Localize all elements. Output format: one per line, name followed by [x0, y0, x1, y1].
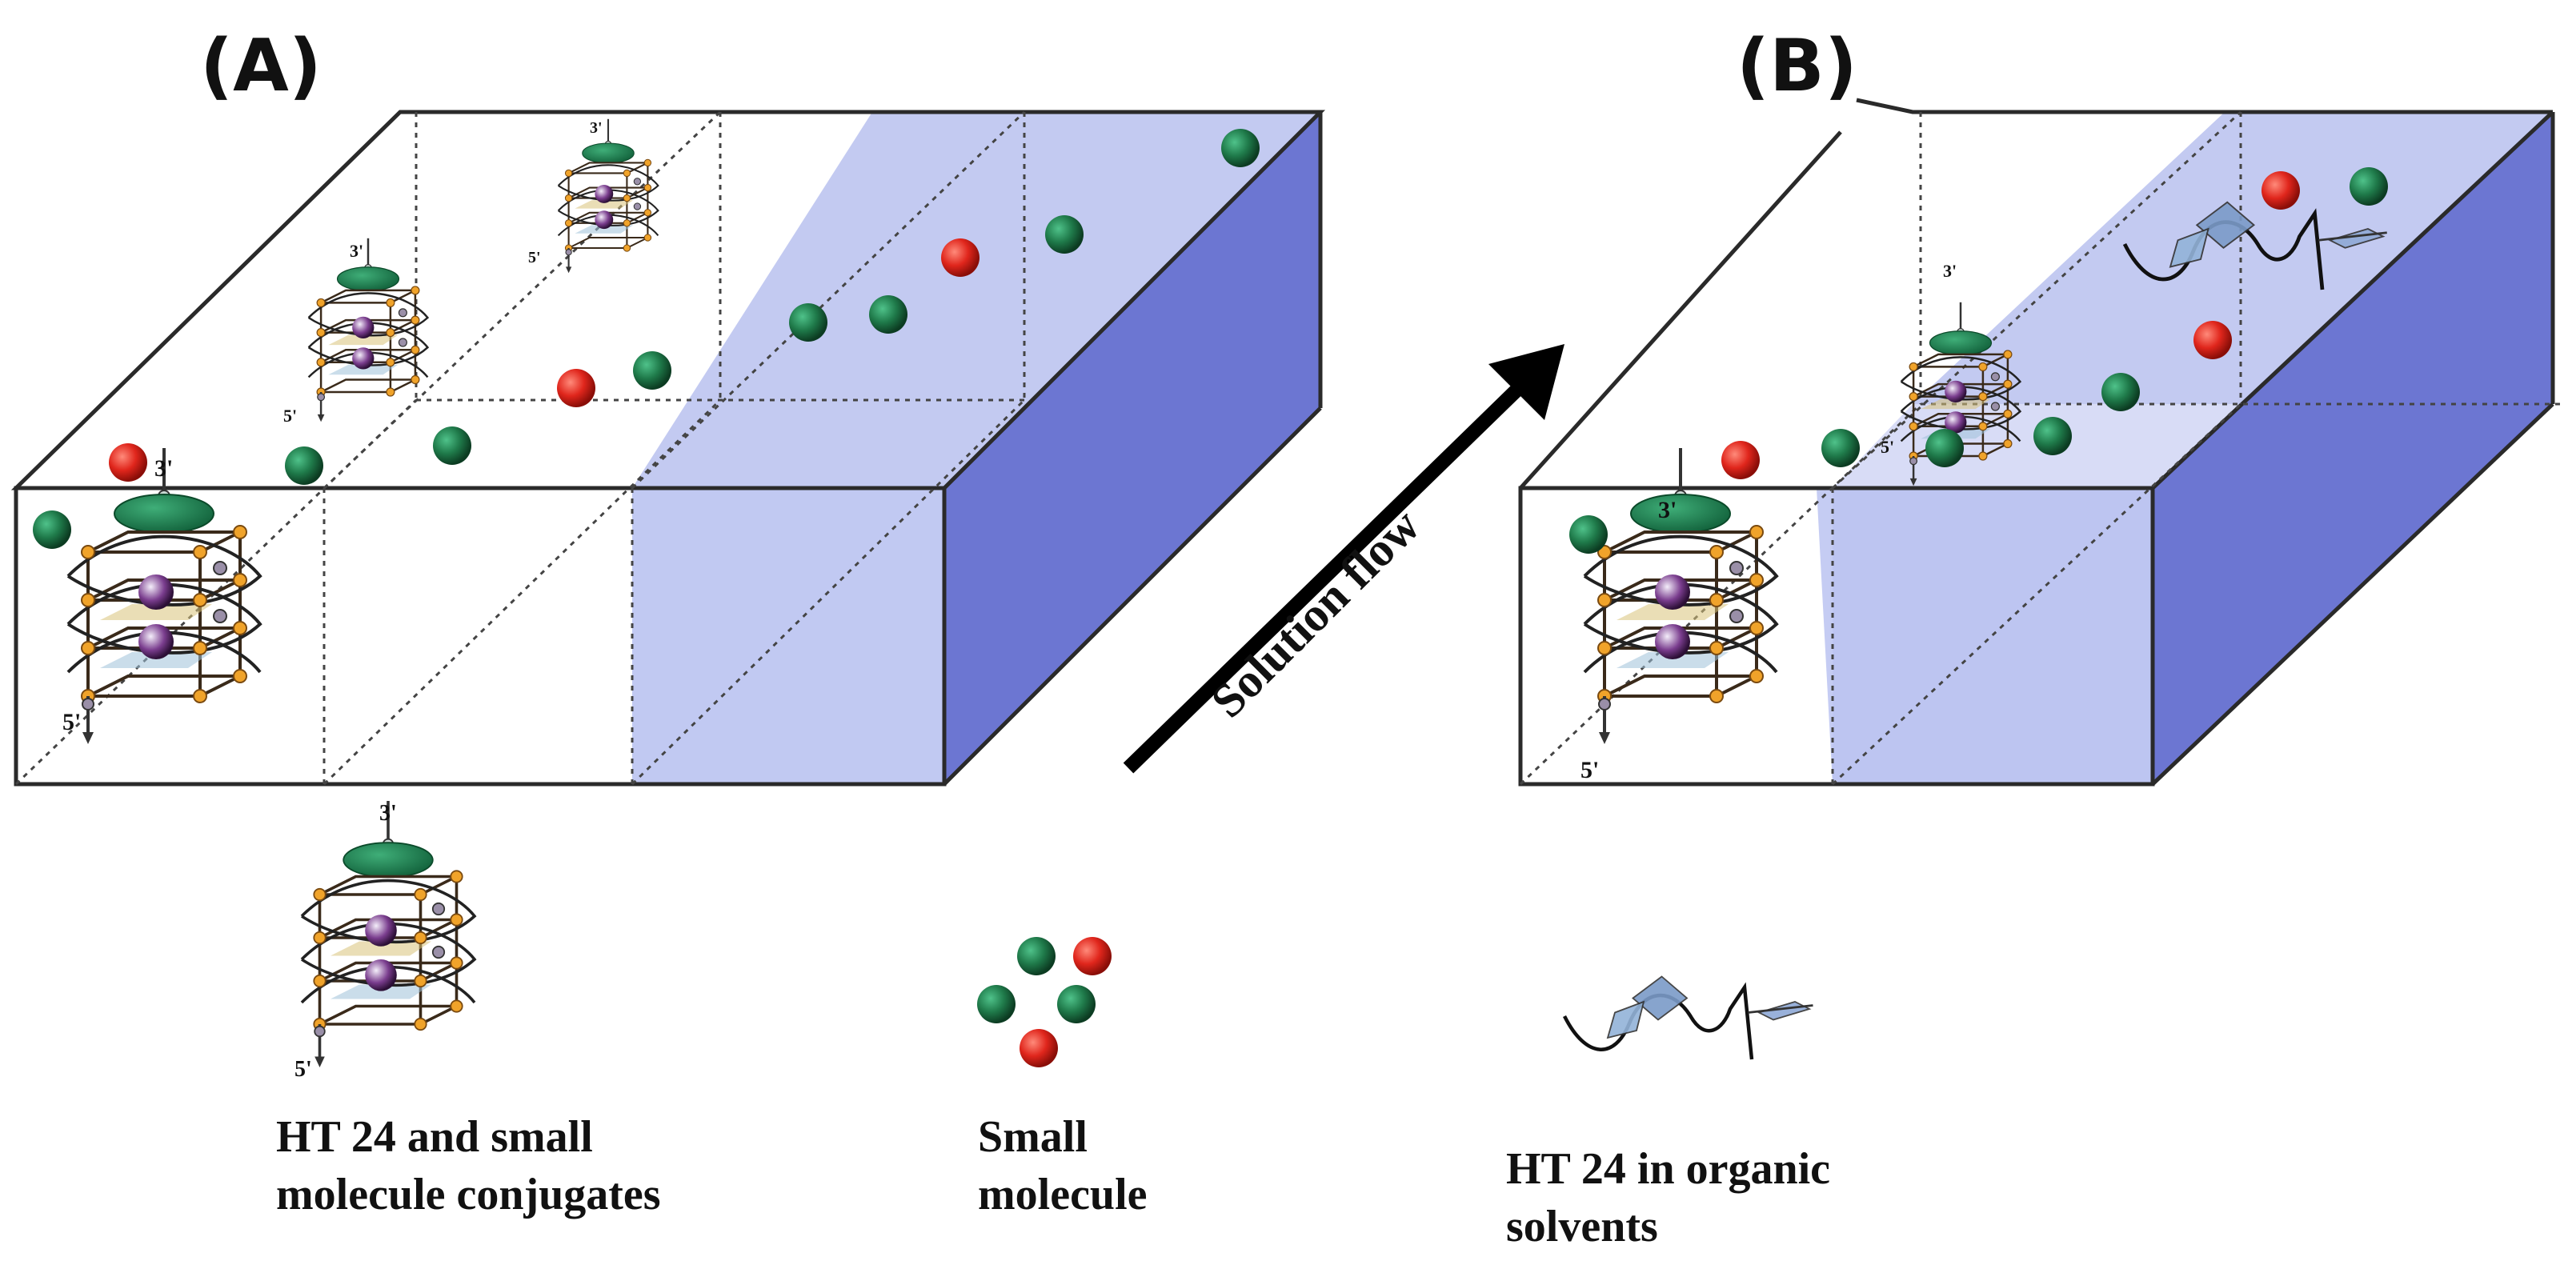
five-prime-label: 5': [528, 249, 541, 266]
three-prime-label: 3': [350, 241, 364, 261]
legend-conjugates-label: HT 24 and small molecule conjugates: [276, 1112, 661, 1219]
legend-graphics: [300, 799, 1813, 1069]
panel-a-label: (A): [200, 24, 322, 108]
panel-b-molecules: [1569, 167, 2388, 554]
five-prime-label: 5': [62, 709, 82, 735]
five-prime-label: 5': [1580, 757, 1600, 783]
legend-organic-label: HT 24 in organic solvents: [1506, 1144, 1831, 1251]
three-prime-label: 3': [379, 801, 397, 826]
legend-small-molecule-label: Small molecule: [978, 1112, 1148, 1219]
three-prime-label: 3': [1658, 497, 1677, 523]
solution-flow-arrow: [1123, 344, 1564, 774]
five-prime-label: 5': [1881, 437, 1895, 457]
panel-b-channel: [1518, 98, 2561, 787]
five-prime-label: 5': [294, 1057, 312, 1082]
three-prime-label: 3': [590, 119, 603, 137]
panel-a-channel: [10, 110, 1326, 787]
panel-a-molecules: [33, 129, 1260, 549]
three-prime-label: 3': [154, 455, 174, 482]
panel-b-label: (B): [1737, 24, 1857, 108]
five-prime-label: 5': [283, 406, 298, 426]
three-prime-label: 3': [1943, 261, 1957, 281]
